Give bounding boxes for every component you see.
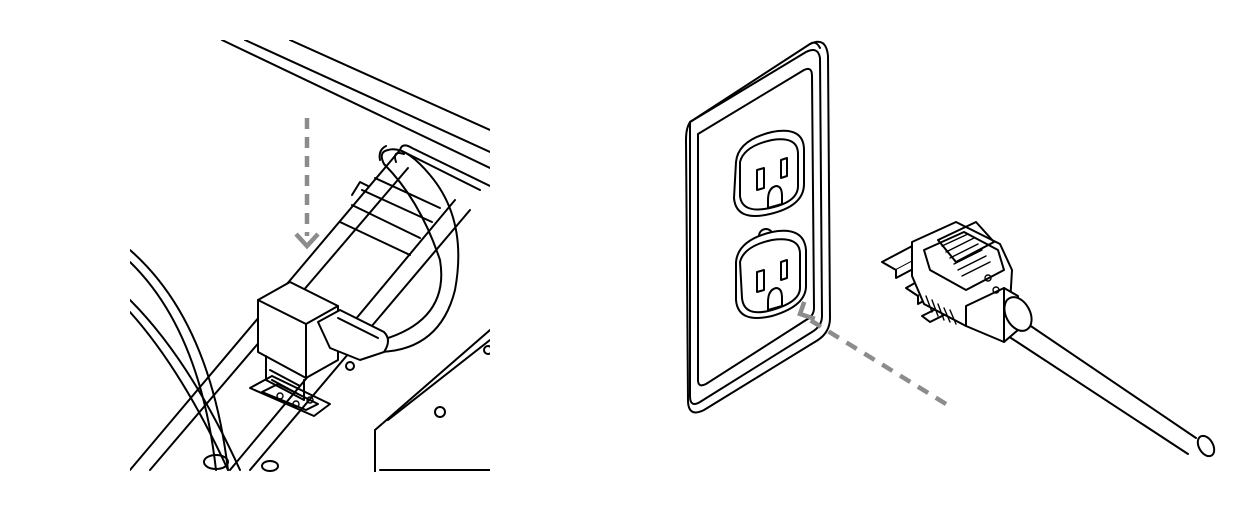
plug-direction-arrow [797,301,948,406]
device-connector-drawing [130,40,490,472]
power-cord [1007,315,1216,458]
receptacle-upper [733,129,805,217]
device-connector-illustration [0,0,620,512]
wall-plate [685,40,831,414]
wall-outlet-illustration [620,0,1260,512]
insert-direction-arrow [294,118,320,250]
receptacle-lower [735,229,807,319]
plug [881,221,1033,343]
wall-outlet-drawing [685,40,1216,458]
